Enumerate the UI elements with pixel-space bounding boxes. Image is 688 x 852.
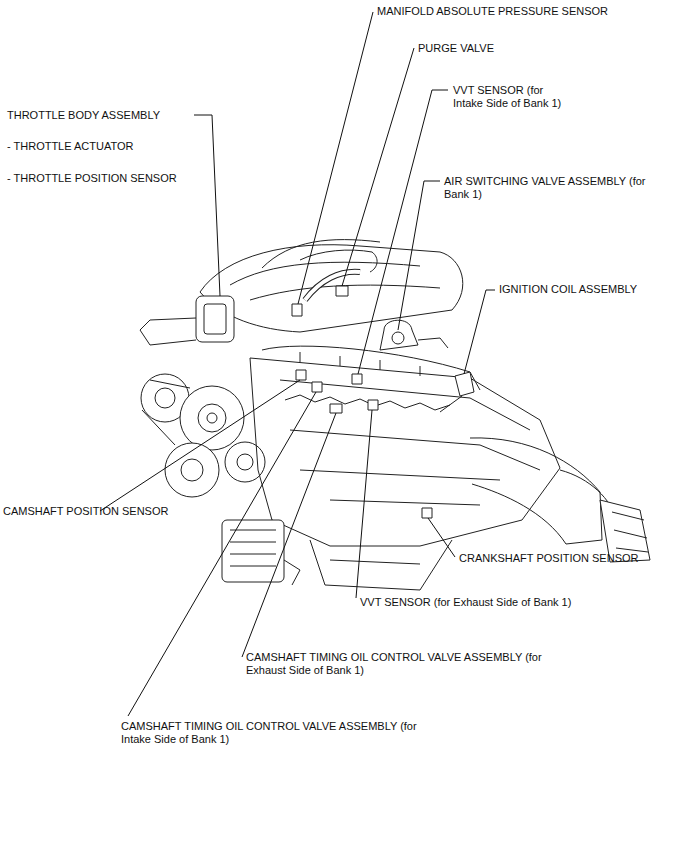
part-label: PURGE VALVE xyxy=(418,42,494,55)
label-holder: CAMSHAFT POSITION SENSOR xyxy=(3,505,168,518)
label-holder: CAMSHAFT TIMING OIL CONTROL VALVE ASSEMB… xyxy=(246,651,571,677)
label-holder: VVT SENSOR (for Exhaust Side of Bank 1) xyxy=(360,596,571,609)
part-label: VVT SENSOR (for Exhaust Side of Bank 1) xyxy=(360,596,571,609)
label-holder: AIR SWITCHING VALVE ASSEMBLY (for Bank 1… xyxy=(444,175,659,201)
part-label: VVT SENSOR (for Intake Side of Bank 1) xyxy=(453,84,575,110)
part-label: - THROTTLE POSITION SENSOR xyxy=(7,172,177,185)
part-label: AIR SWITCHING VALVE ASSEMBLY (for Bank 1… xyxy=(444,175,659,201)
label-holder: PURGE VALVE xyxy=(418,42,494,55)
part-label: - THROTTLE ACTUATOR xyxy=(7,140,134,153)
part-label: CAMSHAFT POSITION SENSOR xyxy=(3,505,168,518)
label-holder: IGNITION COIL ASSEMBLY xyxy=(499,283,637,296)
part-label: CAMSHAFT TIMING OIL CONTROL VALVE ASSEMB… xyxy=(121,720,446,746)
part-label: THROTTLE BODY ASSEMBLY xyxy=(7,109,160,122)
label-holder: THROTTLE BODY ASSEMBLY xyxy=(7,109,160,122)
label-holder: - THROTTLE POSITION SENSOR xyxy=(7,172,177,185)
part-label: MANIFOLD ABSOLUTE PRESSURE SENSOR xyxy=(377,5,608,18)
label-holder: MANIFOLD ABSOLUTE PRESSURE SENSOR xyxy=(377,5,608,18)
part-label: CRANKSHAFT POSITION SENSOR xyxy=(459,552,639,565)
part-label: IGNITION COIL ASSEMBLY xyxy=(499,283,637,296)
label-holder: - THROTTLE ACTUATOR xyxy=(7,140,134,153)
label-holder: CAMSHAFT TIMING OIL CONTROL VALVE ASSEMB… xyxy=(121,720,446,746)
label-holder: CRANKSHAFT POSITION SENSOR xyxy=(459,552,639,565)
part-label: CAMSHAFT TIMING OIL CONTROL VALVE ASSEMB… xyxy=(246,651,571,677)
label-holder: VVT SENSOR (for Intake Side of Bank 1) xyxy=(453,84,575,110)
